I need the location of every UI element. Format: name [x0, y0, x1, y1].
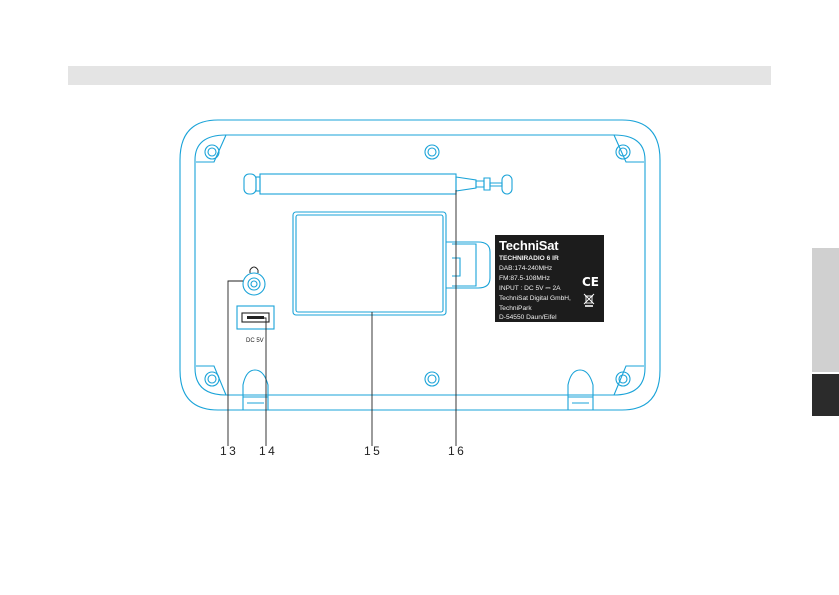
- callout-14: 14: [259, 444, 277, 458]
- foot-right: [568, 370, 593, 410]
- headphone-icon: [250, 267, 258, 273]
- plate-line-dab: DAB:174-240MHz: [499, 265, 552, 272]
- plate-line-park: TechniPark: [499, 305, 532, 312]
- screw-tl: [205, 145, 219, 159]
- plate-line-company: TechniSat Digital GmbH,: [499, 295, 571, 302]
- corner-bracket-bl: [196, 366, 226, 395]
- screw-bl: [205, 372, 219, 386]
- battery-cover: [293, 212, 446, 315]
- ce-mark: CE: [582, 275, 599, 289]
- screw-bc: [425, 372, 439, 386]
- callout-16: 16: [448, 444, 466, 458]
- screw-tr: [616, 145, 630, 159]
- screw-tc: [425, 145, 439, 159]
- crossed-bin-icon: [583, 293, 595, 307]
- plate-line-address: D-54550 Daun/Eifel: [499, 314, 557, 321]
- foot-left: [243, 370, 268, 410]
- plate-line-fm: FM:87.5-108MHz: [499, 275, 550, 282]
- battery-clip: [446, 242, 490, 288]
- corner-bracket-br: [614, 366, 644, 395]
- rating-plate: TechniSat TECHNIRADIO 6 IR DAB:174-240MH…: [495, 235, 604, 322]
- plate-line-input: INPUT : DC 5V ⎓ 2A: [499, 285, 561, 293]
- battery-cover-inner: [296, 215, 443, 312]
- callout-15: 15: [364, 444, 382, 458]
- headphone-jack: [243, 273, 265, 295]
- brand-logo: TechniSat: [499, 238, 558, 253]
- model-line: TECHNIRADIO 6 IR: [499, 255, 559, 262]
- callout-13: 13: [220, 444, 238, 458]
- dc-5v-label: DC 5V: [246, 338, 264, 344]
- telescopic-antenna: [244, 174, 512, 194]
